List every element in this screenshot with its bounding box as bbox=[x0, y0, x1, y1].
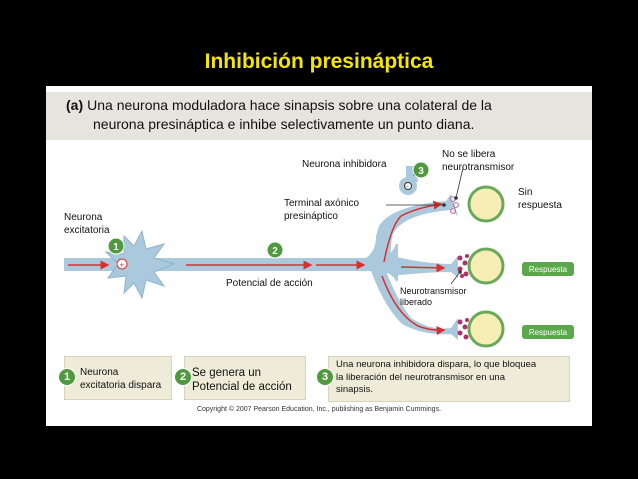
axon-hillock-marker bbox=[116, 258, 128, 270]
caption: (a)Una neurona moduladora hace sinapsis … bbox=[66, 96, 576, 134]
step-number-3: 3 bbox=[316, 368, 334, 386]
axon-trunk bbox=[146, 244, 398, 281]
step-3-line-1: Una neurona inhibidora dispara, lo que b… bbox=[336, 359, 537, 370]
label-no-libera-2: neurotransmisor bbox=[442, 162, 515, 173]
target-cell-top bbox=[467, 185, 505, 223]
step-2-line-2: Potencial de acción bbox=[192, 381, 292, 393]
step-3-line-3: sinapsis. bbox=[336, 384, 373, 395]
diagram-step-3 bbox=[412, 161, 430, 179]
vesicles-bottom bbox=[457, 318, 469, 340]
step-number-2: 2 bbox=[174, 368, 192, 386]
diagram-step-2-num: 2 bbox=[272, 246, 278, 257]
inhibitory-marker bbox=[404, 182, 412, 190]
step-box-1 bbox=[64, 356, 172, 400]
label-neurotrans-1: Neurotransmisor bbox=[400, 286, 467, 296]
label-sin-2: respuesta bbox=[518, 200, 562, 211]
step-text-1: Neurona excitatoria dispara bbox=[80, 366, 161, 392]
leader-no-libera bbox=[455, 167, 464, 199]
step-box-3 bbox=[328, 356, 570, 402]
respuesta-box-1 bbox=[522, 262, 574, 276]
caption-line-2: neurona presináptica e inhibe selectivam… bbox=[93, 116, 475, 132]
label-neurotrans-2: liberado bbox=[400, 297, 432, 307]
step-2-line-1: Se genera un bbox=[192, 367, 262, 379]
label-terminal-1: Terminal axónico bbox=[284, 198, 359, 209]
copyright-notice: Copyright © 2007 Pearson Education, Inc.… bbox=[196, 406, 442, 413]
minus-sign: − bbox=[405, 184, 409, 190]
step-text-3: Una neurona inhibidora dispara, lo que b… bbox=[336, 359, 536, 397]
label-potencial: Potencial de acción bbox=[226, 278, 313, 289]
respuesta-label-1: Respuesta bbox=[529, 265, 568, 274]
target-cell-mid bbox=[467, 247, 505, 285]
label-excitatoria-1: Neurona bbox=[64, 212, 103, 223]
step-3-line-2: la liberación del neurotransmisor en una bbox=[336, 371, 505, 383]
diagram-panel: (a)Una neurona moduladora hace sinapsis … bbox=[46, 86, 592, 426]
diagram-step-2 bbox=[266, 241, 284, 259]
plus-sign: + bbox=[120, 261, 125, 270]
label-excitatoria-2: excitatoria bbox=[64, 225, 110, 236]
step-box-2 bbox=[184, 356, 306, 400]
arrow-6 bbox=[381, 275, 446, 336]
respuesta-label-2: Respuesta bbox=[529, 328, 568, 337]
diagram-step-3-num: 3 bbox=[418, 166, 424, 177]
caption-label: (a) bbox=[66, 97, 84, 113]
respuesta-box-2 bbox=[522, 325, 574, 339]
vesicles-mid bbox=[457, 254, 469, 278]
leader-neurotransmisor bbox=[450, 271, 461, 285]
caption-band bbox=[46, 92, 592, 140]
step-1-line-2: excitatoria dispara bbox=[80, 380, 162, 391]
step-1-line-1: Neurona bbox=[80, 367, 119, 378]
lower-branch bbox=[371, 271, 458, 340]
arrow-5 bbox=[400, 263, 446, 273]
label-no-libera-1: No se libera bbox=[442, 149, 496, 160]
caption-line-1: Una neurona moduladora hace sinapsis sob… bbox=[87, 97, 492, 113]
presynaptic-diagram: + − Respuesta Respuesta bbox=[64, 149, 574, 348]
target-cell-bottom bbox=[467, 310, 505, 348]
step-text-2: Se genera un Potencial de acción bbox=[192, 366, 292, 394]
label-terminal-2: presináptico bbox=[284, 211, 338, 222]
arrow-4 bbox=[383, 200, 443, 263]
diagram-step-1 bbox=[107, 237, 125, 255]
step-number-1: 1 bbox=[58, 368, 76, 386]
slide-title: Inhibición presináptica bbox=[204, 50, 434, 73]
label-sin-1: Sin bbox=[518, 187, 532, 198]
diagram-step-1-num: 1 bbox=[113, 242, 119, 253]
label-neurona-inhibidora: Neurona inhibidora bbox=[302, 159, 387, 170]
